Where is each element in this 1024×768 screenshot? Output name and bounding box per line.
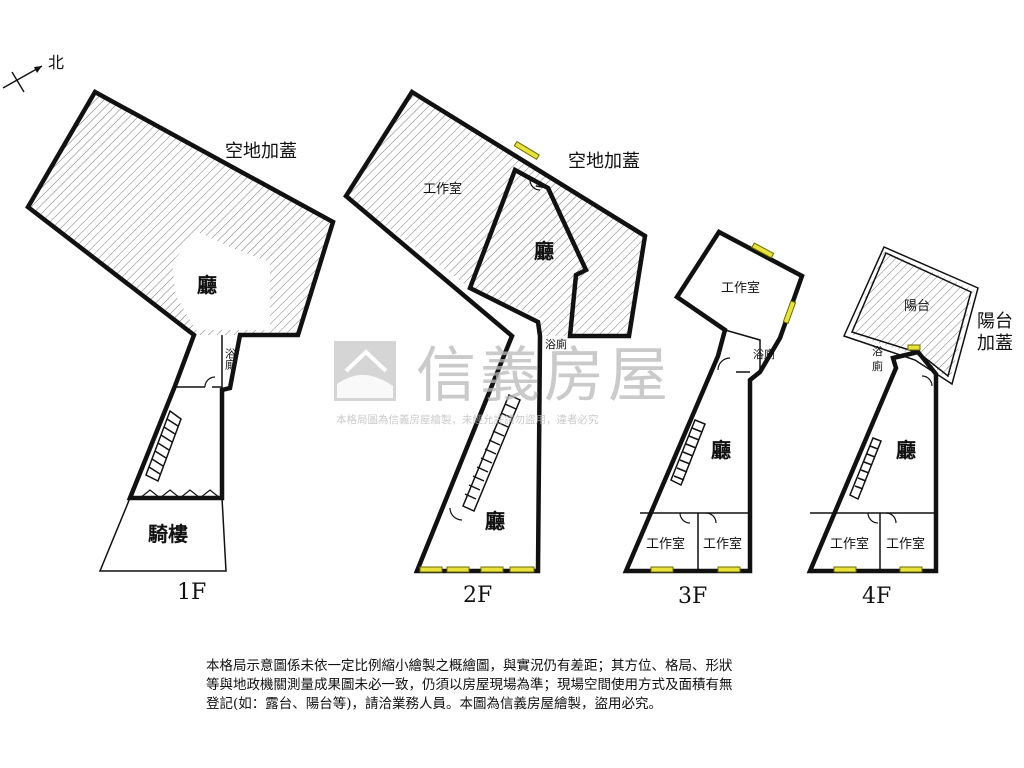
stairs-2f <box>449 393 521 521</box>
arcade-label-1f: 騎樓 <box>148 522 188 546</box>
disclaimer-line-3: 登記(如：露台、陽台等)，請洽業務人員。本圖為信義房屋繪製，盜用必究。 <box>206 696 663 712</box>
bath-label-2f: 浴廁 <box>545 337 567 351</box>
windows-4f <box>833 344 923 573</box>
floor-label-1f: 1F <box>177 580 206 605</box>
disclaimer-line-2: 等與地政機關測量成果圖未必一致，仍須以房屋現場為準；現場空間使用方式及面積有無 <box>206 677 733 693</box>
bath-label-3f: 浴廁 <box>753 347 775 361</box>
floor-4f: 陽台 陽台 加蓋 浴 廁 廳 工作室 工作室 4F <box>806 246 1013 609</box>
floor-2f: 空地加蓋 工作室 廳 浴廁 廳 2F <box>343 88 648 608</box>
floor-1f: 空地加蓋 廳 浴廁 騎樓 1F <box>25 88 336 605</box>
stairs-3f <box>670 419 706 487</box>
living-label-1f: 廳 <box>197 273 217 297</box>
living-upper-label-2f: 廳 <box>534 239 554 263</box>
living-lower-label-2f: 廳 <box>485 509 505 533</box>
watermark-notice: 本格局圖為信義房屋繪製，未經允許請勿盜用，違者必究 <box>336 413 599 426</box>
workroom-left-label-3f: 工作室 <box>646 536 685 552</box>
north-compass: 北 <box>2 53 64 93</box>
bath-label-4f-2: 廁 <box>872 359 883 373</box>
outer-wall-2f <box>343 88 648 574</box>
living-label-4f: 廳 <box>896 438 916 462</box>
balcony-ext-label-1: 陽台 <box>977 311 1013 332</box>
balcony-area-4f <box>850 251 974 380</box>
arcade-boundary <box>98 497 227 572</box>
windows-2f <box>419 140 540 573</box>
extension-label-1f: 空地加蓋 <box>225 141 297 162</box>
outer-wall-1f <box>25 88 336 501</box>
bath-label-1f: 浴廁 <box>224 348 237 371</box>
watermark-brand: 信義房屋 <box>416 341 672 411</box>
balcony-ext-label-2: 加蓋 <box>977 333 1013 354</box>
stairs-1f <box>145 409 182 483</box>
windows-3f <box>650 242 797 573</box>
extension-label-2f: 空地加蓋 <box>568 151 640 172</box>
workroom-right-label-4f: 工作室 <box>886 536 925 552</box>
bath-label-4f-1: 浴 <box>872 345 883 358</box>
disclaimer-text: 本格局示意圖係未依一定比例縮小繪製之概繪圖，與實況仍有差距；其方位、格局、形狀 … <box>206 657 826 714</box>
floor-3f: 工作室 浴廁 廳 工作室 工作室 3F <box>622 229 805 609</box>
living-label-3f: 廳 <box>711 438 731 462</box>
workroom-top-label-3f: 工作室 <box>721 280 760 296</box>
floor-label-2f: 2F <box>463 583 492 608</box>
workroom-label-2f: 工作室 <box>423 181 462 197</box>
extension-area-2f <box>346 92 645 336</box>
stairs-4f <box>849 437 882 501</box>
outer-wall-4f <box>806 349 939 574</box>
floor-label-4f: 4F <box>862 584 891 609</box>
balcony-label-4f: 陽台 <box>904 299 930 314</box>
floor-label-3f: 3F <box>678 584 707 609</box>
watermark: 信義房屋 本格局圖為信義房屋繪製，未經允許請勿盜用，違者必究 <box>334 341 672 426</box>
workroom-left-label-4f: 工作室 <box>830 536 869 552</box>
disclaimer-line-1: 本格局示意圖係未依一定比例縮小繪製之概繪圖，與實況仍有差距；其方位、格局、形狀 <box>206 658 733 674</box>
north-label: 北 <box>48 53 64 72</box>
workroom-right-label-3f: 工作室 <box>703 536 742 552</box>
